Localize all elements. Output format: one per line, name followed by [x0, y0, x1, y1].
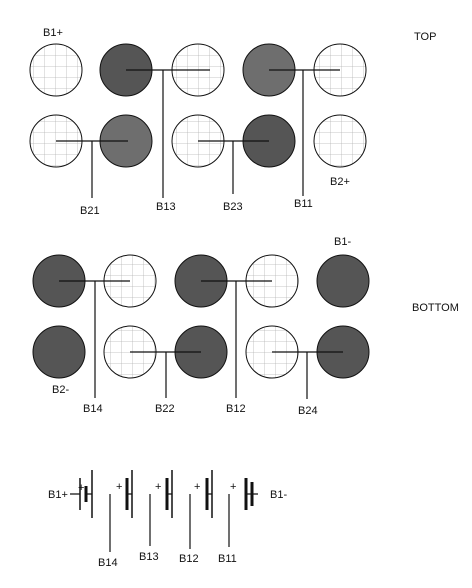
schematic-b1-neg-label: B1-	[270, 489, 287, 501]
link-b12-label: B12	[226, 403, 246, 415]
plus-sign-1: +	[78, 482, 84, 494]
tap-b14-label: B14	[98, 557, 118, 569]
link-b24	[272, 351, 343, 399]
link-b22-label: B22	[155, 403, 175, 415]
link-b23	[198, 140, 269, 194]
bottom-view: B1- B2- B14 B22 B12 B24 BOTTOM	[32, 236, 459, 417]
link-b12	[201, 280, 272, 398]
link-b11-label: B11	[294, 198, 313, 210]
link-b13-label: B13	[156, 201, 176, 213]
section-bottom-label: BOTTOM	[412, 302, 459, 314]
link-b23-label: B23	[223, 201, 243, 213]
link-b14	[59, 280, 130, 398]
tap-b11-label: B11	[218, 553, 237, 565]
link-b21-label: B21	[80, 205, 100, 217]
plus-sign-2: +	[116, 481, 122, 493]
plus-sign-5: +	[230, 481, 236, 493]
cell-top-r2-c5	[313, 114, 367, 168]
terminal-b1-neg-label: B1-	[334, 236, 351, 248]
terminal-b1-pos-label: B1+	[43, 27, 63, 39]
tap-b13-label: B13	[139, 551, 159, 563]
link-b13	[126, 69, 210, 198]
terminal-b2-neg-label: B2-	[52, 384, 69, 396]
link-b14-label: B14	[83, 403, 103, 415]
plus-sign-3: +	[155, 481, 161, 493]
series-schematic: + + + + + B1+ B1- B14 B13 B12 B11	[48, 470, 287, 569]
top-view: B1+ B2+ B21 B13 B23 B11 TOP	[29, 27, 436, 217]
section-top-label: TOP	[414, 31, 436, 43]
plus-sign-4: +	[194, 481, 200, 493]
cell-bottom-r2-c1	[32, 325, 86, 379]
terminal-b2-pos-label: B2+	[330, 176, 350, 188]
link-b11	[269, 69, 340, 196]
schematic-b1-pos-label: B1+	[48, 489, 68, 501]
link-b22	[130, 351, 201, 398]
link-b24-label: B24	[298, 405, 318, 417]
cell-bottom-r1-c5	[316, 254, 370, 308]
tap-b12-label: B12	[179, 553, 199, 565]
cell-top-r1-c1	[29, 43, 83, 97]
link-b21	[56, 140, 128, 198]
